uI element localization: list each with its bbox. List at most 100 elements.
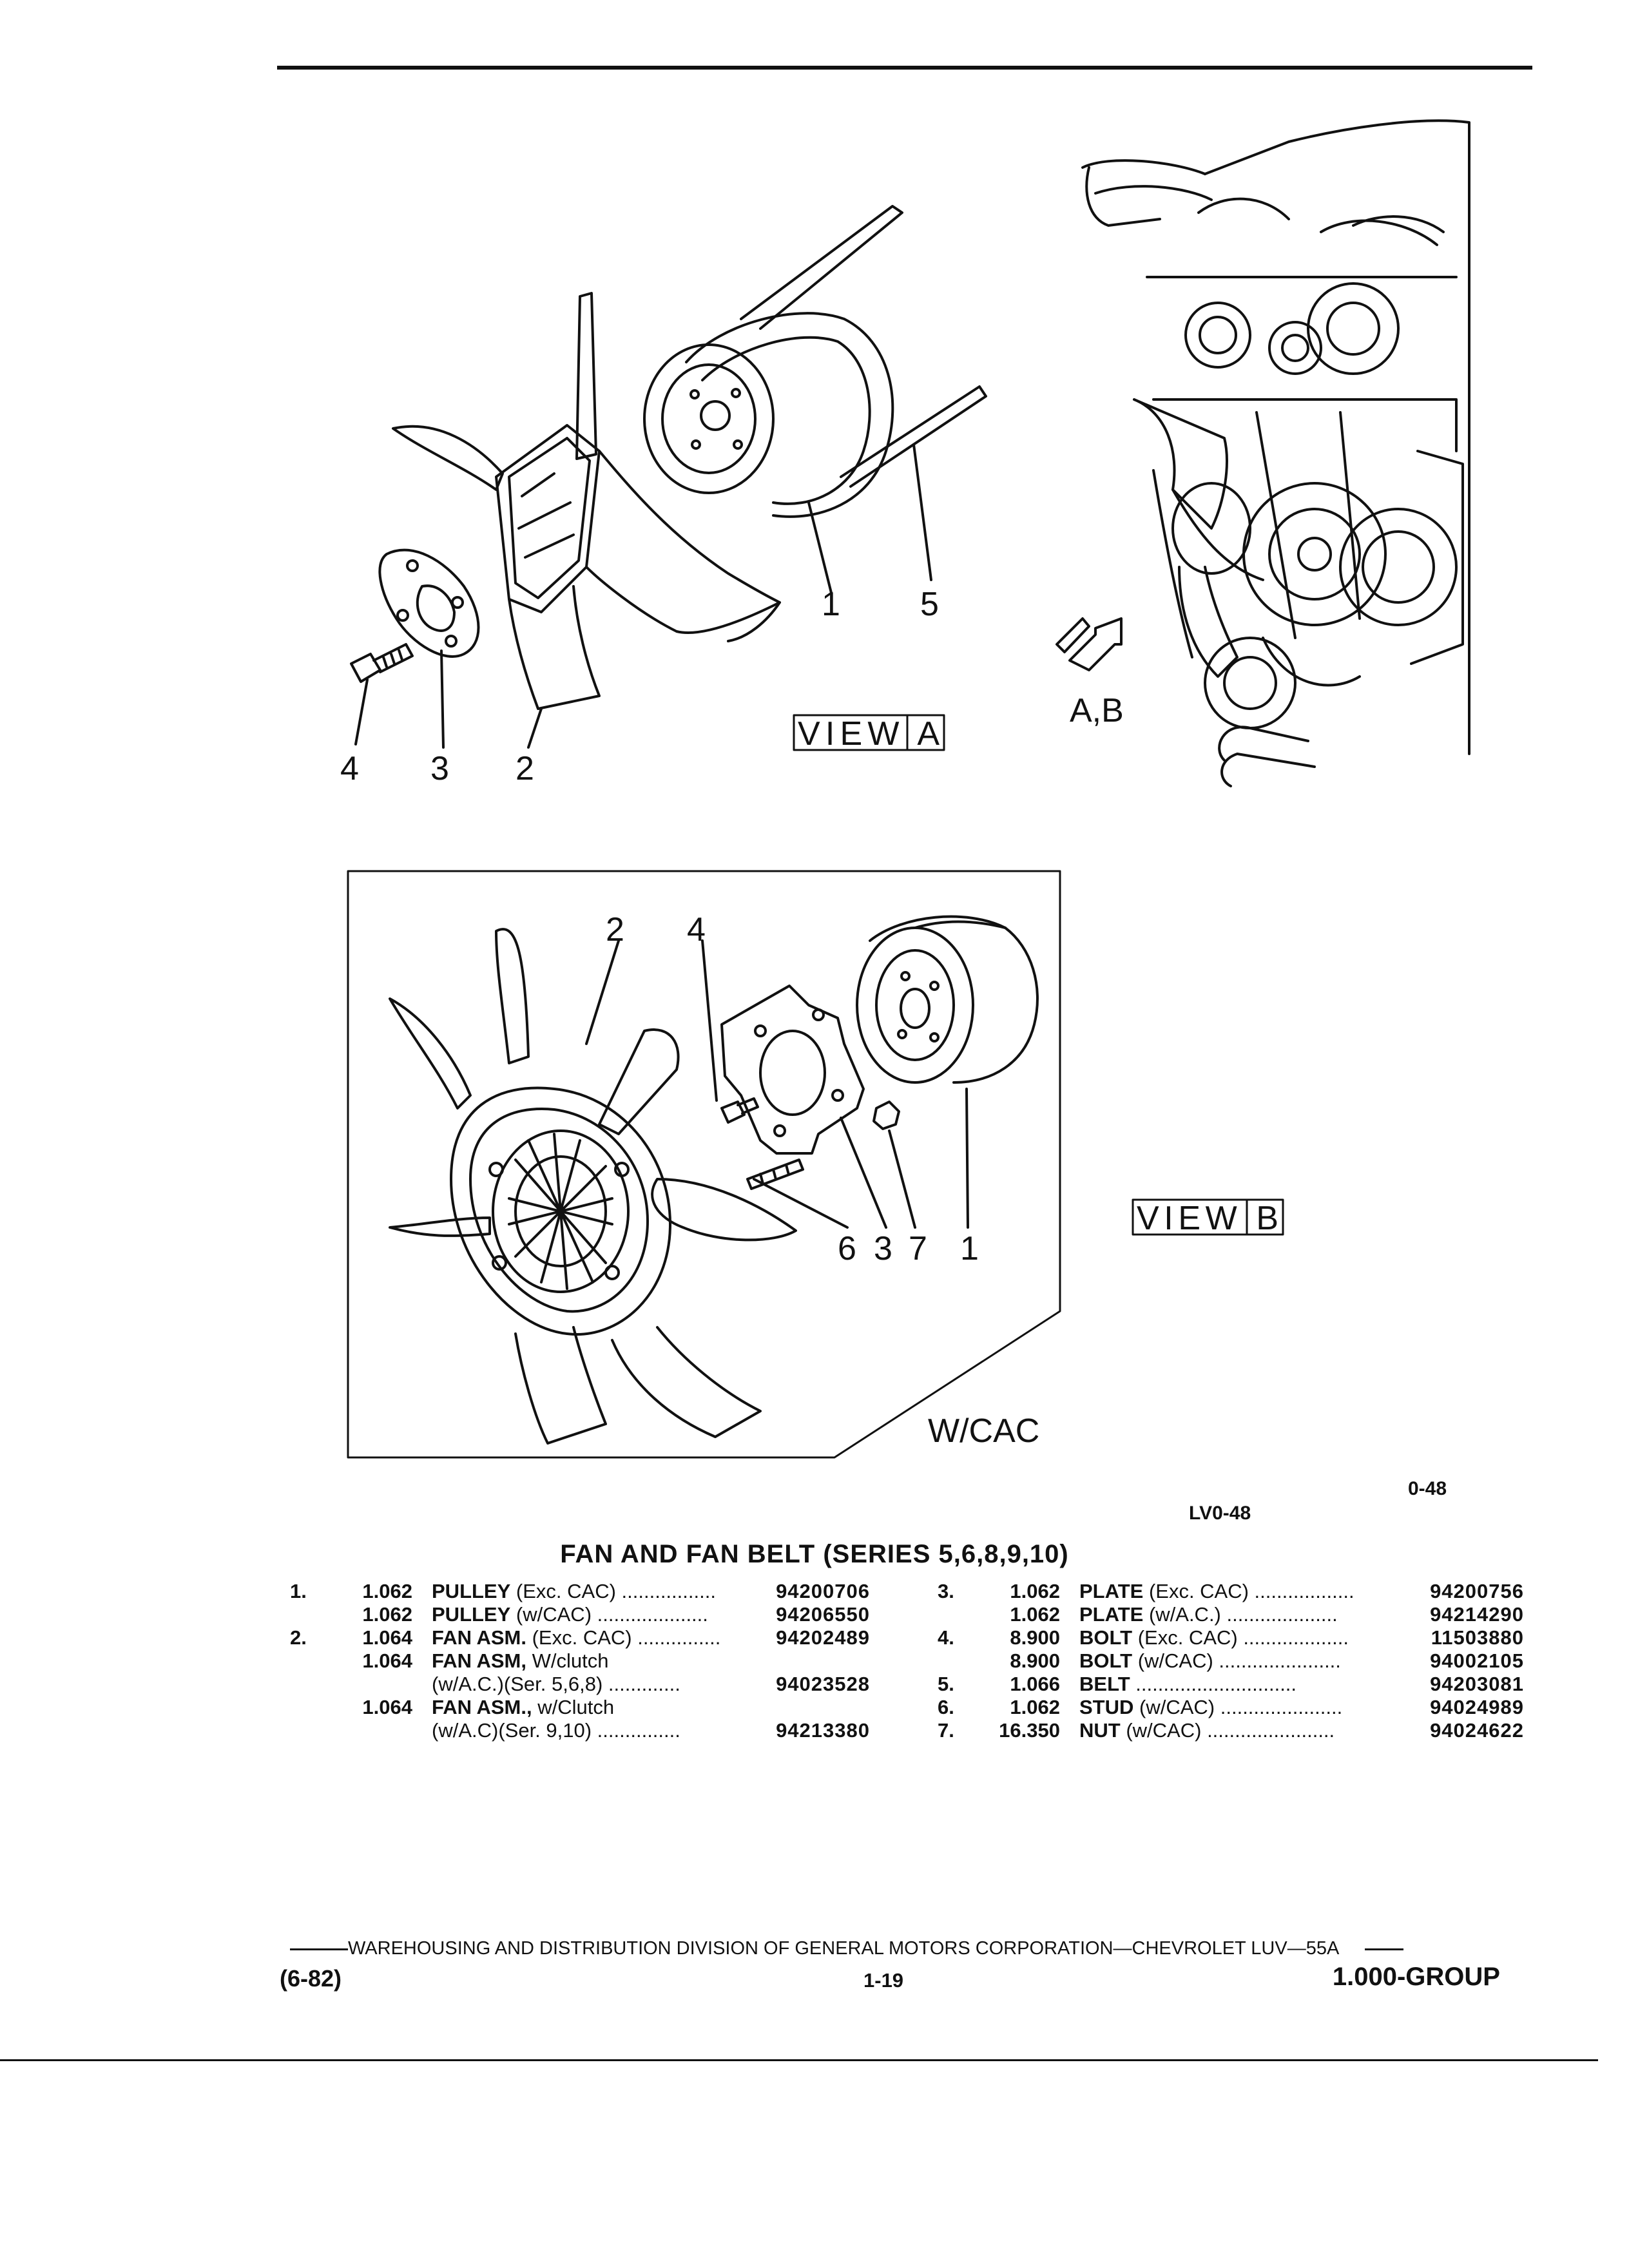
part-group-number: 1.062 xyxy=(1010,1696,1060,1718)
part-qualifier: W/clutch xyxy=(532,1649,609,1672)
part-item-number: 7. xyxy=(938,1719,954,1742)
part-item-number: 2. xyxy=(290,1626,307,1649)
part-group-number: 1.064 xyxy=(362,1626,412,1649)
part-description: NUT (w/CAC) ....................... xyxy=(1079,1719,1335,1742)
leader-dots: ...................... xyxy=(1215,1696,1343,1718)
leader-dots: ................. xyxy=(615,1580,716,1602)
parts-row: 1. 1.062 PULLEY (Exc. CAC) ...............… xyxy=(290,1580,870,1603)
part-description: FAN ASM. (Exc. CAC) ............... xyxy=(432,1626,720,1649)
part-description: PLATE (Exc. CAC) .................. xyxy=(1079,1580,1354,1603)
part-item-number: 3. xyxy=(938,1580,954,1602)
part-group-number: 1.062 xyxy=(362,1580,412,1602)
part-number: 94213380 xyxy=(776,1719,870,1742)
part-name: BELT xyxy=(1079,1673,1130,1695)
part-description: BOLT (Exc. CAC) ................... xyxy=(1079,1626,1349,1649)
part-item-number: 1. xyxy=(290,1580,307,1602)
parts-row: 2. 1.064 FAN ASM. (Exc. CAC) .............… xyxy=(290,1626,870,1649)
view-b-label: VIEW B xyxy=(1137,1200,1280,1237)
part-description: PLATE (w/A.C.) .................... xyxy=(1079,1603,1338,1626)
callout-view-b-2: 2 xyxy=(606,911,624,948)
view-ab-arrow-label: A,B xyxy=(1070,692,1124,729)
figure-code-lv: LV0-48 xyxy=(1189,1503,1251,1524)
part-qualifier: w/Clutch xyxy=(537,1696,615,1718)
part-description: PULLEY (Exc. CAC) ................. xyxy=(432,1580,716,1603)
part-group-number: 1.064 xyxy=(362,1649,412,1672)
figure-code: 0-48 xyxy=(1408,1478,1447,1499)
view-a-pulley xyxy=(643,312,894,518)
leader-dots: ............. xyxy=(602,1673,680,1695)
wcac-label: W/CAC xyxy=(928,1412,1039,1450)
part-description: STUD (w/CAC) ...................... xyxy=(1079,1696,1342,1719)
part-name: STUD xyxy=(1079,1696,1134,1718)
part-name: NUT xyxy=(1079,1719,1121,1742)
part-number: 94002105 xyxy=(1430,1649,1524,1672)
part-description: BELT ............................. xyxy=(1079,1673,1296,1696)
part-description: (w/A.C.)(Ser. 5,6,8) ............. xyxy=(432,1673,680,1696)
part-group-number: 1.064 xyxy=(362,1696,412,1718)
leader-dots: ............... xyxy=(631,1626,721,1649)
part-qualifier: (w/CAC) xyxy=(1137,1649,1213,1672)
view-a-label: VIEW A xyxy=(798,715,941,753)
footer-page-number: 1-19 xyxy=(863,1969,904,1992)
part-qualifier: (w/A.C)(Ser. 9,10) xyxy=(432,1719,592,1742)
footer-group: 1.000-GROUP xyxy=(1332,1963,1500,1991)
part-group-number: 1.062 xyxy=(1010,1603,1060,1626)
view-a-bolt xyxy=(350,643,414,683)
part-qualifier: (Exc. CAC) xyxy=(1137,1626,1238,1649)
bottom-rule xyxy=(0,2059,1598,2061)
part-group-number: 1.066 xyxy=(1010,1673,1060,1695)
top-rule xyxy=(277,66,1532,70)
part-qualifier: (w/A.C.) xyxy=(1148,1603,1221,1626)
part-group-number: 8.900 xyxy=(1010,1649,1060,1672)
callout-view-b-1: 1 xyxy=(960,1230,979,1267)
callout-view-b-7: 7 xyxy=(909,1230,927,1267)
view-a-plate xyxy=(378,548,480,658)
parts-row: (w/A.C.)(Ser. 5,6,8) .............940235… xyxy=(290,1673,870,1696)
part-qualifier: (Exc. CAC) xyxy=(1148,1580,1249,1602)
part-name: PLATE xyxy=(1079,1603,1144,1626)
part-name: FAN ASM. xyxy=(432,1626,526,1649)
part-qualifier: (w/CAC) xyxy=(1139,1696,1215,1718)
footer-date: (6-82) xyxy=(280,1965,342,1992)
leader-dots: .................... xyxy=(1220,1603,1338,1626)
parts-row: (w/A.C)(Ser. 9,10) ............... 942133… xyxy=(290,1719,870,1742)
callout-view-a-4: 4 xyxy=(340,750,359,787)
view-b-pulley xyxy=(856,915,1039,1084)
part-name: PULLEY xyxy=(432,1603,511,1626)
leader-dots: .................. xyxy=(1248,1580,1354,1602)
leader-dots: ............... xyxy=(592,1719,680,1742)
callout-view-a-1: 1 xyxy=(822,586,840,623)
part-item-number: 4. xyxy=(938,1626,954,1649)
part-item-number: 5. xyxy=(938,1673,954,1695)
parts-row: 4. 8.900 BOLT (Exc. CAC) .................… xyxy=(938,1626,1524,1649)
part-number: 94203081 xyxy=(1430,1673,1524,1695)
leader-dots: ................... xyxy=(1237,1626,1349,1649)
callout-view-a-3: 3 xyxy=(430,750,449,787)
part-name: PLATE xyxy=(1079,1580,1144,1602)
leader-dots: ....................... xyxy=(1201,1719,1335,1742)
parts-list-right: 3. 1.062 PLATE (Exc. CAC) ................… xyxy=(938,1580,1524,1742)
leader-dots: ............................. xyxy=(1135,1673,1297,1695)
parts-row: 5. 1.066 BELT ............................… xyxy=(938,1673,1524,1696)
part-qualifier: (w/A.C.)(Ser. 5,6,8) xyxy=(432,1673,603,1695)
part-qualifier: (Exc. CAC) xyxy=(516,1580,616,1602)
callout-view-a-2: 2 xyxy=(516,750,534,787)
part-qualifier: (w/CAC) xyxy=(516,1603,592,1626)
part-description: FAN ASM., w/Clutch xyxy=(432,1696,614,1719)
footer-division-line: WAREHOUSING AND DISTRIBUTION DIVISION OF… xyxy=(290,1938,1501,1959)
part-name: PULLEY xyxy=(432,1580,511,1602)
view-b-spacer-plate xyxy=(720,985,865,1155)
part-group-number: 8.900 xyxy=(1010,1626,1060,1649)
view-a-fan xyxy=(392,292,781,710)
callout-view-b-3: 3 xyxy=(874,1230,892,1267)
part-number: 94206550 xyxy=(776,1603,870,1626)
part-number: 94214290 xyxy=(1430,1603,1524,1626)
part-number: 94200756 xyxy=(1430,1580,1524,1602)
parts-row: 7. 16.350 NUT (w/CAC) ....................… xyxy=(938,1719,1524,1742)
part-group-number: 16.350 xyxy=(999,1719,1060,1742)
